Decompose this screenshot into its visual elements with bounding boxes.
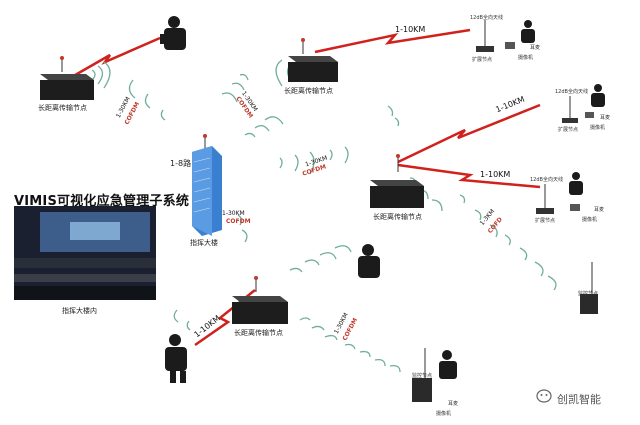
equip-headset-3: 耳麦: [594, 207, 605, 213]
node-box-2: [288, 38, 338, 82]
node-3-label: 长距离传输节点: [373, 213, 422, 221]
link-label-right2: 1-10KM: [480, 170, 511, 179]
link-short-label-4: 1-30KM: [222, 210, 245, 217]
soldier-bottom-left: [165, 334, 187, 383]
equip-headset-2: 耳麦: [600, 115, 611, 121]
soldier-right-1: [521, 20, 535, 43]
node-box-1: [40, 56, 94, 100]
node-2-label: 长距离传输节点: [284, 87, 333, 95]
equip-antenna-1: 12dB全向天线: [470, 15, 503, 21]
equip-camera-1: 摄像机: [518, 55, 534, 61]
soldier-right-3: [569, 172, 583, 195]
equip-ext-node-3: 扩展节点: [535, 218, 556, 224]
equip-camera-4: 摄像机: [436, 411, 452, 417]
equip-camera-3: 摄像机: [582, 217, 598, 223]
monitor-node-right: [580, 262, 598, 314]
node-box-4: [232, 276, 288, 324]
equip-camera-2: 摄像机: [590, 125, 606, 131]
equip-monitor-bottom: 监控节点: [412, 373, 433, 379]
equip-monitor-right: 监控节点: [578, 291, 599, 297]
link-cofdm-label-4: COFDM: [226, 218, 251, 225]
equip-ext-node-1: 扩展节点: [472, 57, 493, 63]
hq-channels: 1-8路: [170, 159, 192, 168]
watermark-text: 创凯智能: [557, 393, 601, 406]
control-room-photo: [14, 206, 156, 300]
equip-ext-node-2: 扩展节点: [558, 127, 579, 133]
wechat-icon: [536, 389, 552, 403]
link-center-to-right1: [397, 103, 541, 164]
node-1-label: 长距离传输节点: [38, 104, 87, 112]
link-label-top: 1-10KM: [395, 25, 426, 34]
hq-building: [192, 134, 222, 236]
equip-antenna-2: 12dB全向天线: [555, 89, 588, 95]
receiver-2: [562, 96, 594, 123]
soldier-right-2: [591, 84, 605, 107]
link-node1-to-soldier: [69, 36, 161, 80]
equip-headset-4: 耳麦: [448, 401, 459, 407]
soldier-bottom-right: [439, 350, 457, 379]
link-center-to-right2: [397, 163, 541, 189]
equip-antenna-3: 12dB全向天线: [530, 177, 563, 183]
node-4-label: 长距离传输节点: [234, 329, 283, 337]
link-node2-to-receiver: [314, 28, 471, 54]
diagram-title: VIMIS可视化应急管理子系统: [14, 194, 190, 209]
control-room-caption: 指挥大楼内: [62, 307, 97, 315]
monitor-node-bottom: [412, 348, 432, 402]
receiver-1: [476, 20, 515, 52]
hq-label: 指挥大楼: [190, 239, 218, 247]
soldier-mid: [358, 244, 380, 278]
soldier-top-left: [160, 16, 186, 50]
equip-headset-1: 耳麦: [530, 45, 541, 51]
receiver-3: [536, 184, 580, 214]
node-box-3: [370, 154, 424, 208]
